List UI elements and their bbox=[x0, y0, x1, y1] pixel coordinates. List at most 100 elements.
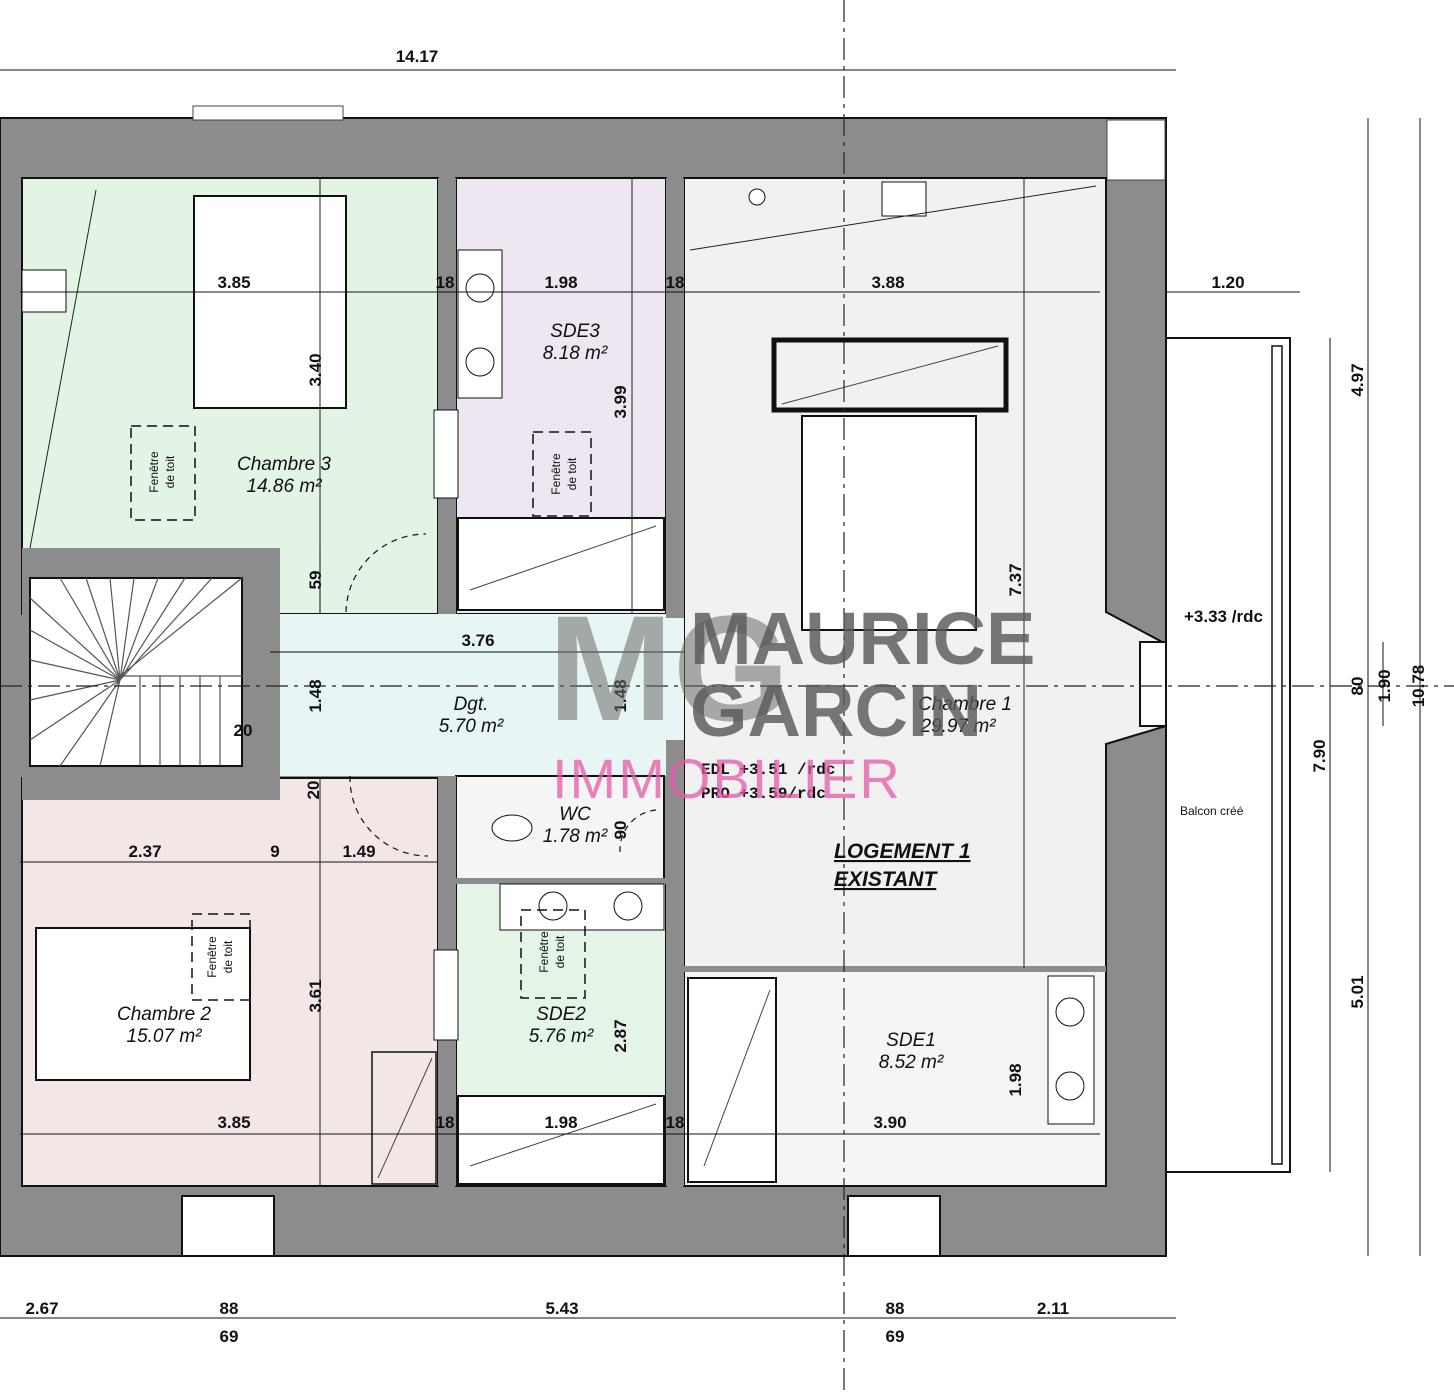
balcony-label: Balcon créé bbox=[1180, 804, 1244, 818]
level-edl: EDL +3.51 /rdc bbox=[701, 761, 835, 779]
dim-c1-width: 3.88 bbox=[871, 273, 904, 292]
dim-sde2-width: 1.98 bbox=[544, 1113, 577, 1132]
dim-right-790: 7.90 bbox=[1310, 739, 1329, 772]
dim-right-501: 5.01 bbox=[1348, 975, 1367, 1008]
sink-icon bbox=[465, 347, 495, 377]
room-name: Chambre 3 bbox=[237, 454, 331, 475]
tub-sde2-diag bbox=[469, 1103, 657, 1167]
dim-c2-w1: 2.37 bbox=[128, 842, 161, 861]
bed-chambre1 bbox=[801, 415, 977, 631]
bed-chambre2 bbox=[35, 927, 251, 1081]
dim-right-190: 1.90 bbox=[1375, 669, 1394, 702]
windows bbox=[181, 641, 1169, 1257]
balcony-rail bbox=[1271, 345, 1283, 1165]
skylight-label: Fenêtre bbox=[537, 931, 551, 973]
chimney-top bbox=[192, 105, 344, 121]
balcony bbox=[1165, 337, 1291, 1173]
wall-c1-sde1 bbox=[684, 966, 1106, 972]
dim-dgt-height-right: 1.48 bbox=[611, 679, 630, 712]
dim-dgt-width: 3.76 bbox=[461, 631, 494, 650]
dim-c2-w3: 1.49 bbox=[342, 842, 375, 861]
room-name: Dgt. bbox=[454, 694, 489, 715]
room-area: 29.97 m² bbox=[920, 716, 997, 737]
skylight-label: de toit bbox=[553, 935, 567, 968]
room-name: WC bbox=[559, 804, 591, 825]
dim-c2-height: 3.61 bbox=[306, 979, 325, 1012]
dim-sde2-height: 2.87 bbox=[611, 1019, 630, 1052]
room-area: 1.78 m² bbox=[543, 826, 608, 847]
room-name: SDE3 bbox=[550, 321, 600, 342]
wardrobe-diag bbox=[377, 1057, 433, 1179]
dim-overall-width: 14.17 bbox=[396, 47, 439, 66]
dim-overall-height: 10.78 bbox=[1409, 665, 1428, 708]
dim-bottom-543: 5.43 bbox=[545, 1299, 578, 1318]
dim-c2-width: 3.85 bbox=[217, 1113, 250, 1132]
dim-bottom-69: 69 bbox=[886, 1327, 905, 1346]
stair-steps bbox=[29, 577, 243, 767]
door-swings bbox=[345, 533, 657, 857]
level-pro: PRO +3.59/rdc bbox=[701, 785, 826, 803]
level-balcony: +3.33 /rdc bbox=[1184, 607, 1263, 626]
chimney-block bbox=[21, 269, 67, 313]
room-name: Chambre 2 bbox=[117, 1004, 211, 1025]
dim-right-80: 80 bbox=[1348, 677, 1367, 696]
skylight-label: Fenêtre bbox=[147, 451, 161, 493]
tub-sde3 bbox=[457, 517, 665, 611]
dim-bottom-267: 2.67 bbox=[25, 1299, 58, 1318]
door-opening-c2 bbox=[433, 949, 459, 1041]
room-area: 14.86 m² bbox=[247, 476, 323, 497]
dim-stair-gap: 59 bbox=[306, 571, 325, 590]
room-area: 8.52 m² bbox=[879, 1052, 944, 1073]
dim-sde1-height: 1.98 bbox=[1006, 1063, 1025, 1096]
sink-icon bbox=[538, 891, 568, 921]
dim-bottom-88: 88 bbox=[886, 1299, 905, 1318]
skylights bbox=[130, 425, 592, 1001]
tub-sde3-diag bbox=[469, 525, 657, 591]
room-name: SDE2 bbox=[536, 1004, 586, 1025]
dim-stair-20: 20 bbox=[304, 781, 323, 800]
room-area: 5.70 m² bbox=[439, 716, 504, 737]
dim-bottom-88: 88 bbox=[220, 1299, 239, 1318]
wardrobe-chambre2 bbox=[371, 1051, 437, 1185]
logement-title: LOGEMENT 1 bbox=[834, 840, 971, 863]
dim-wall-18: 18 bbox=[436, 1113, 455, 1132]
dim-c1-height: 7.37 bbox=[1006, 563, 1025, 596]
sink-icon bbox=[1055, 1071, 1085, 1101]
skylight-label: de toit bbox=[565, 457, 579, 490]
room-name: SDE1 bbox=[886, 1030, 936, 1051]
dim-wall-18: 18 bbox=[666, 1113, 685, 1132]
watermark-line3: IMMOBILIER bbox=[552, 747, 902, 810]
stair bbox=[29, 577, 243, 767]
toilet-icon bbox=[491, 814, 533, 842]
wall-wc-sde2 bbox=[456, 878, 666, 884]
duct-icon bbox=[748, 188, 766, 206]
watermark-line2: GARCIN bbox=[690, 669, 982, 752]
dim-sde3-height: 3.99 bbox=[611, 385, 630, 418]
room-area: 5.76 m² bbox=[529, 1026, 594, 1047]
dimension-lines bbox=[0, 69, 1421, 1319]
dim-sde1-width: 3.90 bbox=[873, 1113, 906, 1132]
shower-sde1-diag bbox=[703, 989, 771, 1167]
dim-c3-height: 3.40 bbox=[306, 353, 325, 386]
dim-wall-18: 18 bbox=[666, 273, 685, 292]
dim-dgt-height-left: 1.48 bbox=[306, 679, 325, 712]
wall-sde3-c1 bbox=[666, 178, 684, 618]
sink-icon bbox=[465, 273, 495, 303]
dim-bottom-69: 69 bbox=[220, 1327, 239, 1346]
tub-sde2 bbox=[457, 1095, 665, 1185]
room-name: Chambre 1 bbox=[918, 694, 1012, 715]
roof-lines bbox=[29, 178, 1097, 1186]
skylight-label: Fenêtre bbox=[549, 453, 563, 495]
bed-chambre1-head bbox=[771, 337, 1009, 413]
skylight-label: Fenêtre bbox=[205, 936, 219, 978]
bed-chambre3 bbox=[193, 195, 347, 409]
watermark-logo: MG MAURICE GARCIN IMMOBILIER bbox=[548, 584, 1035, 810]
chimney-top-right bbox=[1106, 119, 1166, 181]
room-wc bbox=[455, 775, 665, 883]
watermark-line1: MAURICE bbox=[690, 597, 1035, 680]
sink-icon bbox=[1055, 997, 1085, 1027]
dim-c2-w2: 9 bbox=[270, 842, 279, 861]
dim-wall-18: 18 bbox=[436, 273, 455, 292]
logement-subtitle: EXISTANT bbox=[834, 868, 938, 891]
